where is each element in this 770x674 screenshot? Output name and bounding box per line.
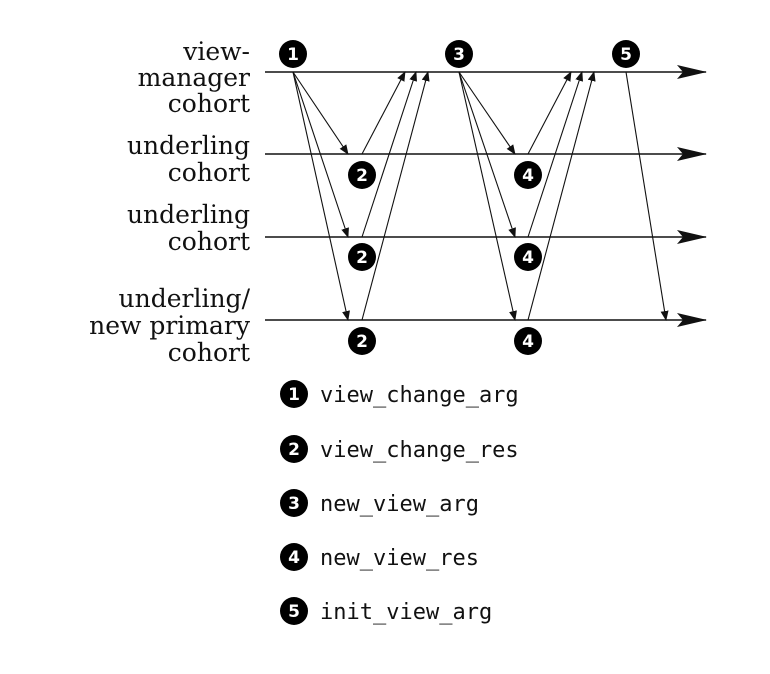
badge-2: 2 [348, 327, 376, 355]
message-new-view-arg [458, 71, 516, 238]
message-new-view-res [527, 71, 596, 321]
svg-text:4: 4 [522, 332, 534, 352]
legend-badge [280, 543, 308, 571]
legend-item: 1 view_change_arg [280, 380, 519, 408]
svg-text:1: 1 [287, 45, 299, 65]
row-label-line: cohort [168, 338, 250, 367]
message-new-view-res [527, 71, 584, 238]
badge-3: 3 [445, 40, 473, 68]
svg-text:4: 4 [522, 166, 534, 186]
legend-badge [280, 380, 308, 408]
legend-label: new_view_arg [320, 492, 479, 517]
badge-4: 4 [514, 327, 542, 355]
badge-2: 2 [348, 161, 376, 189]
badge-5: 5 [612, 40, 640, 68]
badge-2: 2 [348, 243, 376, 271]
row-label-view-manager: view- manager cohort [138, 37, 250, 118]
row-label-line: underling [127, 131, 250, 160]
legend-item: 2 view_change_res [280, 435, 519, 463]
legend-badge [280, 597, 308, 625]
svg-text:2: 2 [356, 332, 368, 352]
legend-badge [280, 489, 308, 517]
legend-badge [280, 435, 308, 463]
row-label-line: underling/ [119, 284, 251, 313]
badge-4: 4 [514, 243, 542, 271]
row-label-underling-1: underling cohort [127, 131, 250, 187]
legend-item: 4 new_view_res [280, 543, 479, 571]
svg-text:3: 3 [453, 45, 465, 65]
message-new-view-arg [458, 71, 517, 321]
row-label-line: cohort [168, 89, 250, 118]
svg-text:2: 2 [356, 248, 368, 268]
legend-label: view_change_res [320, 438, 519, 463]
message-view-change-arg [292, 71, 349, 238]
svg-text:5: 5 [620, 45, 632, 65]
message-view-change-arg [292, 71, 350, 321]
badge-1: 1 [279, 40, 307, 68]
message-init-view-arg [625, 71, 669, 321]
row-label-line: manager [138, 63, 250, 92]
legend-label: init_view_arg [320, 600, 492, 625]
row-label-line: cohort [168, 158, 250, 187]
message-view-change-res [361, 71, 430, 321]
message-view-change-arg [292, 71, 349, 155]
badge-4: 4 [514, 161, 542, 189]
row-label-underling-new-primary: underling/ new primary cohort [89, 284, 251, 367]
legend-badge-number: 3 [288, 494, 300, 514]
row-label-line: new primary [89, 311, 251, 340]
message-new-view-res [527, 71, 572, 155]
legend-label: view_change_arg [320, 383, 519, 408]
legend-badge-number: 5 [288, 602, 300, 622]
message-new-view-arg [458, 71, 516, 155]
legend-item: 3 new_view_arg [280, 489, 479, 517]
svg-text:2: 2 [356, 166, 368, 186]
row-label-line: view- [182, 37, 250, 66]
row-label-underling-2: underling cohort [127, 200, 250, 256]
message-view-change-res [361, 71, 406, 155]
row-label-line: cohort [168, 227, 250, 256]
legend-badge-number: 1 [288, 385, 300, 405]
legend-badge-number: 4 [288, 548, 300, 568]
legend: 1 view_change_arg 2 view_change_res 3 ne… [280, 380, 519, 625]
legend-badge-number: 2 [288, 440, 300, 460]
row-label-line: underling [127, 200, 250, 229]
message-view-change-res [361, 71, 418, 238]
legend-item: 5 init_view_arg [280, 597, 492, 625]
legend-label: new_view_res [320, 546, 479, 571]
svg-text:4: 4 [522, 248, 534, 268]
